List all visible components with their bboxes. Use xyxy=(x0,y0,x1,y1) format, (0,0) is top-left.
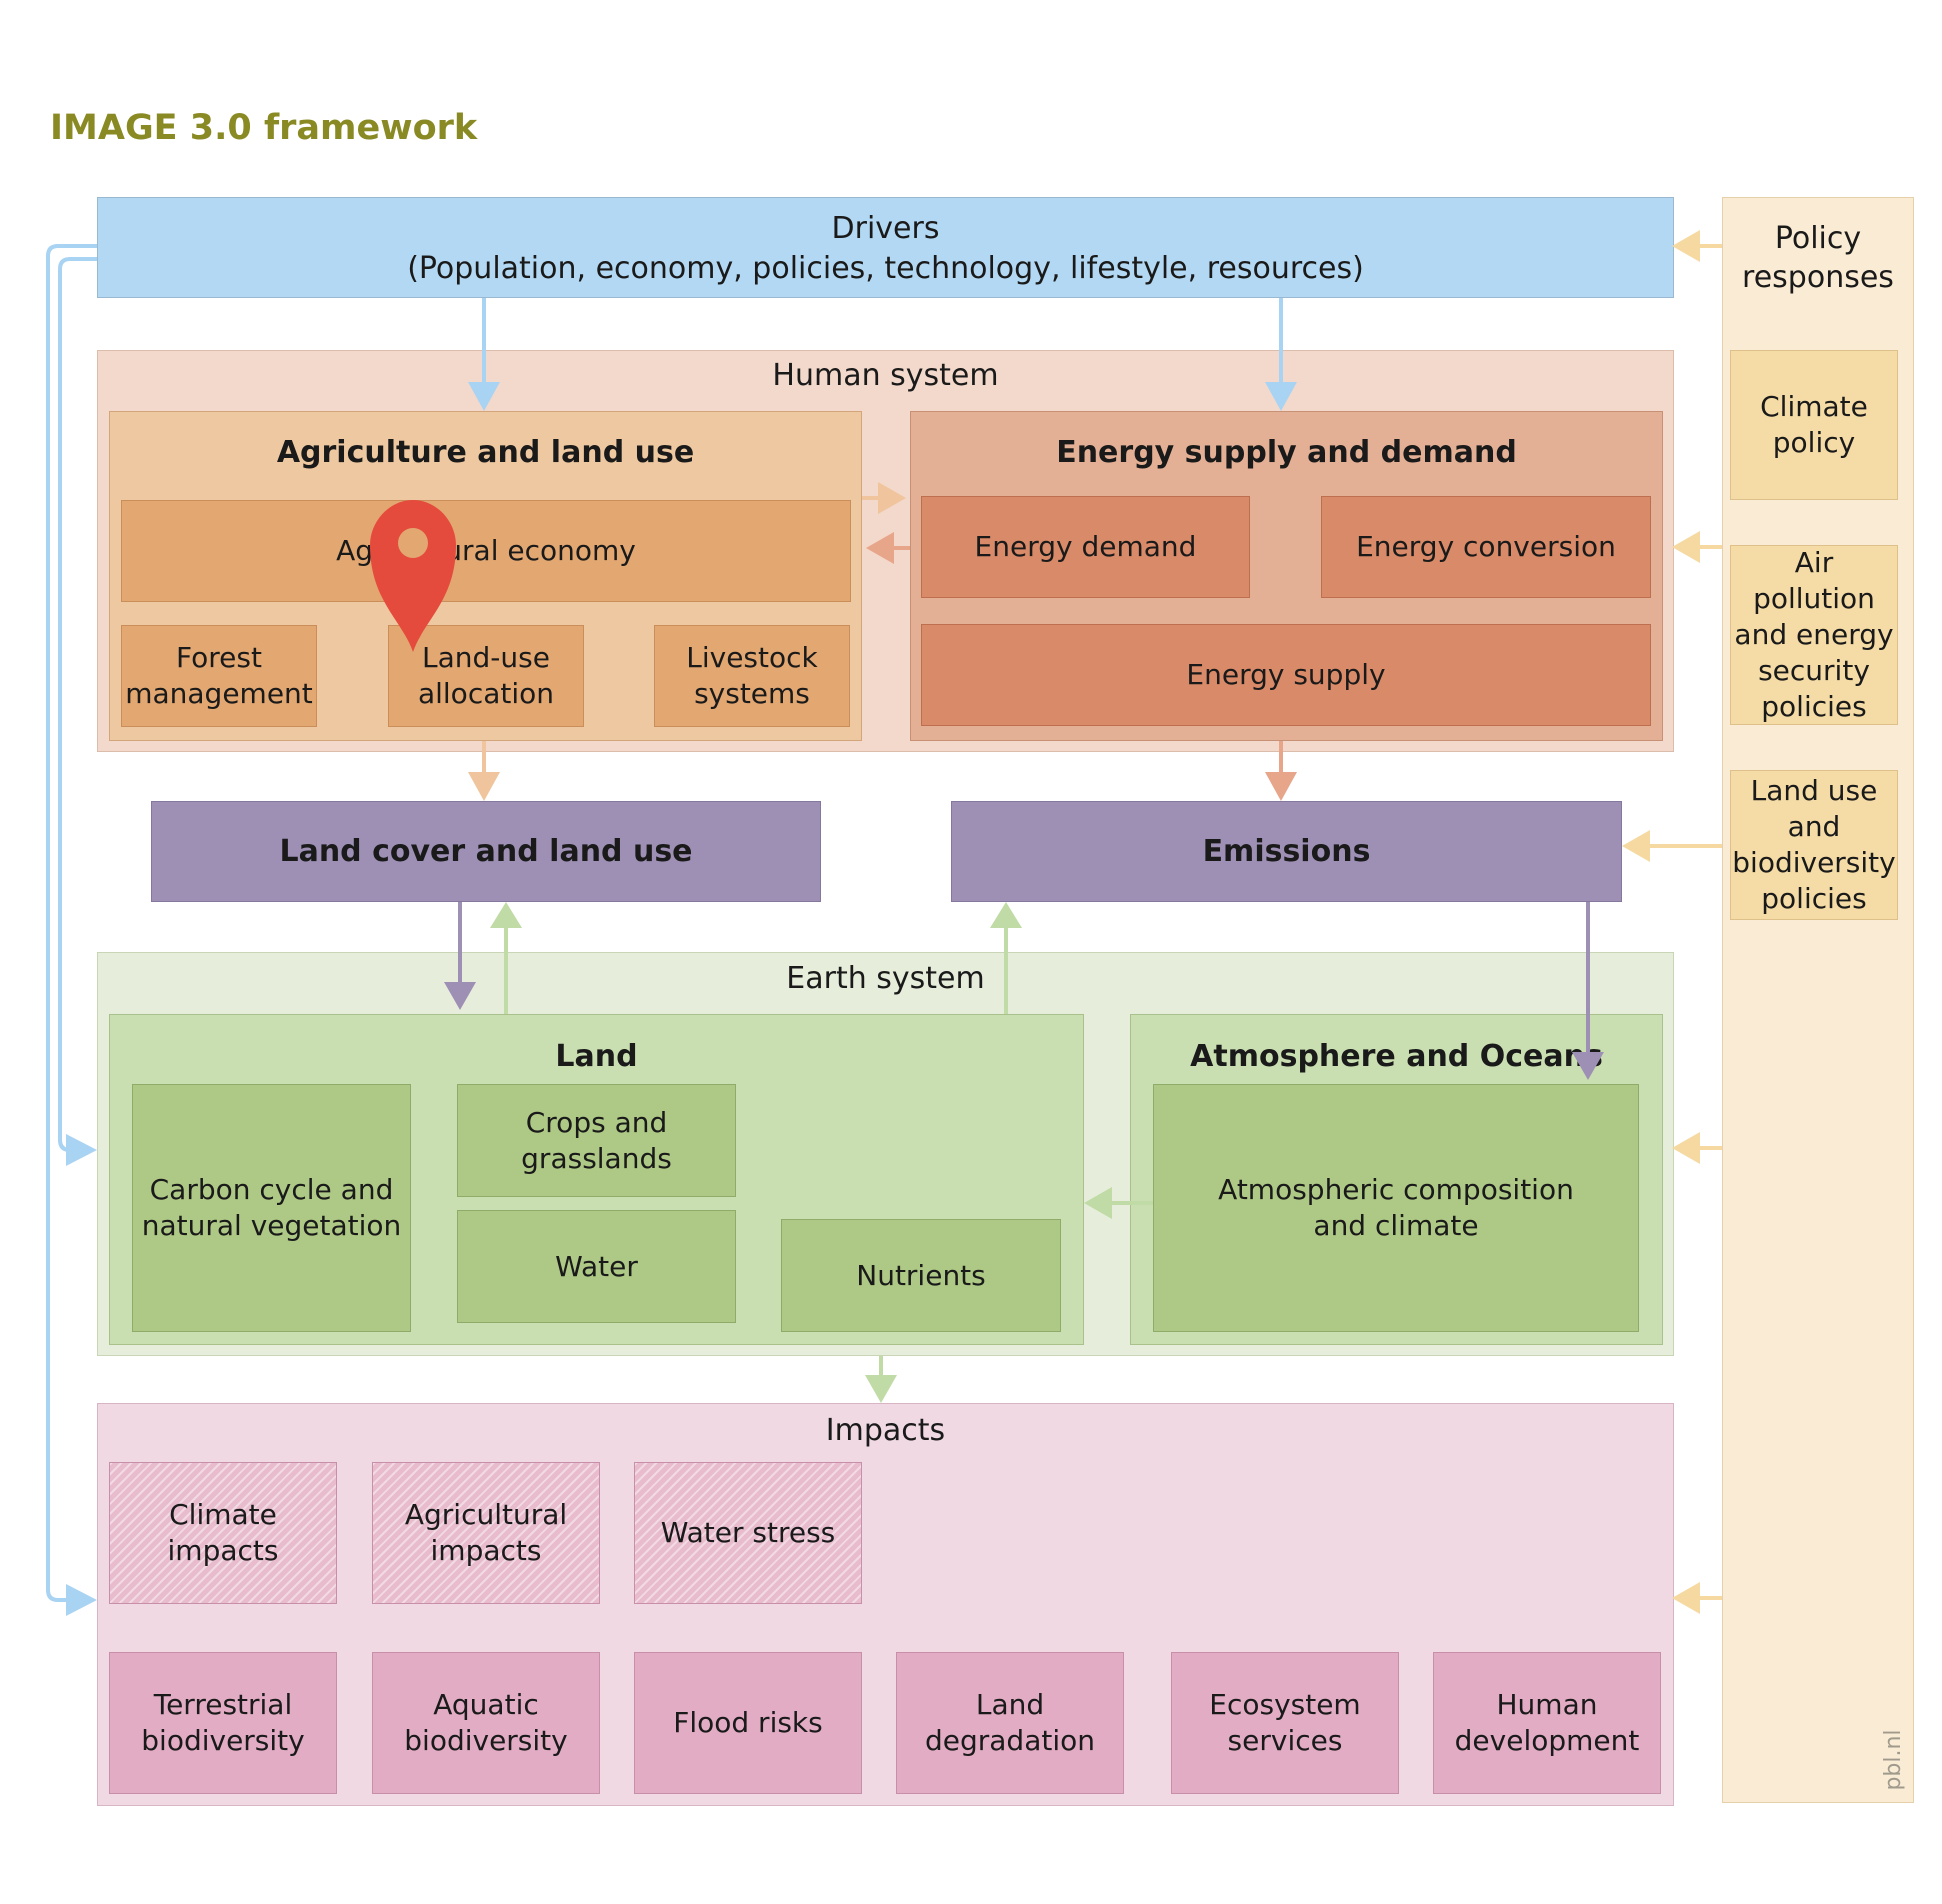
land-use-biodiversity-policies-box: Land use and biodiversity policies xyxy=(1730,770,1898,920)
drivers-left-line-outer xyxy=(46,244,97,1602)
agri-to-energy-arrowhead xyxy=(878,482,906,514)
air-pollution-energy-security-policies-box: Air pollution and energy security polici… xyxy=(1730,545,1898,725)
aquatic-biodiversity-box: Aquatic biodiversity xyxy=(372,1652,600,1794)
drivers-left-line-inner xyxy=(58,257,97,1152)
drivers-box: Drivers (Population, economy, policies, … xyxy=(97,197,1674,298)
policy-arrowhead-emissions xyxy=(1622,830,1650,862)
flood-risks-box: Flood risks xyxy=(634,1652,862,1794)
livestock-systems-box: Livestock systems xyxy=(654,625,850,727)
atmospheric-composition-climate-box: Atmospheric composition and climate xyxy=(1153,1084,1639,1332)
drivers-arrowhead-energy xyxy=(1265,382,1297,411)
land-arrowhead-land-cover xyxy=(490,902,522,928)
drivers-arrowhead-impacts xyxy=(66,1584,97,1616)
policy-arrowhead-earth xyxy=(1672,1132,1700,1164)
carbon-cycle-natural-vegetation-box: Carbon cycle and natural vegetation xyxy=(132,1084,411,1332)
energy-conversion-box: Energy conversion xyxy=(1321,496,1651,598)
energy-supply-demand-title: Energy supply and demand xyxy=(1056,434,1517,470)
land-cover-arrowhead-land xyxy=(444,982,476,1010)
agriculture-land-use-title: Agriculture and land use xyxy=(276,434,695,470)
drivers-arrowhead-agriculture xyxy=(468,382,500,411)
water-box: Water xyxy=(457,1210,736,1323)
drivers-title: Drivers xyxy=(831,210,940,246)
land-use-allocation-box: Land-use allocation xyxy=(388,625,584,727)
energy-arrowhead-emissions xyxy=(1265,772,1297,801)
policy-arrowhead-human xyxy=(1672,531,1700,563)
earth-system-label: Earth system xyxy=(786,960,985,996)
energy-supply-box: Energy supply xyxy=(921,624,1651,726)
drivers-arrowhead-earth xyxy=(66,1134,97,1166)
ecosystem-services-box: Ecosystem services xyxy=(1171,1652,1399,1794)
atmosphere-oceans-title: Atmosphere and Oceans xyxy=(1190,1038,1603,1074)
map-pin-icon xyxy=(370,500,456,652)
land-cover-land-use-box: Land cover and land use xyxy=(151,801,821,902)
water-stress-box: Water stress xyxy=(634,1462,862,1604)
impacts-panel xyxy=(97,1403,1674,1806)
land-title: Land xyxy=(555,1038,638,1074)
drivers-subtitle: (Population, economy, policies, technolo… xyxy=(407,250,1364,286)
land-arrowhead-emissions xyxy=(990,902,1022,928)
forest-management-box: Forest management xyxy=(121,625,317,727)
emissions-arrowhead-atmosphere xyxy=(1572,1052,1604,1080)
atmosphere-arrowhead-land xyxy=(1084,1187,1112,1219)
policy-arrowhead-drivers xyxy=(1672,230,1700,262)
impacts-label: Impacts xyxy=(825,1412,946,1448)
human-system-label: Human system xyxy=(772,357,999,393)
agricultural-impacts-box: Agricultural impacts xyxy=(372,1462,600,1604)
policy-responses-header: Policy responses xyxy=(1742,220,1894,295)
terrestrial-biodiversity-box: Terrestrial biodiversity xyxy=(109,1652,337,1794)
emissions-box: Emissions xyxy=(951,801,1622,902)
agri-arrowhead-land-cover xyxy=(468,772,500,801)
climate-impacts-box: Climate impacts xyxy=(109,1462,337,1604)
land-degradation-box: Land degradation xyxy=(896,1652,1124,1794)
human-development-box: Human development xyxy=(1433,1652,1661,1794)
policy-arrowhead-impacts xyxy=(1672,1582,1700,1614)
earth-arrowhead-impacts xyxy=(865,1375,897,1403)
energy-to-agri-arrowhead xyxy=(866,532,894,564)
climate-policy-box: Climate policy xyxy=(1730,350,1898,500)
page-title: IMAGE 3.0 framework xyxy=(50,108,478,148)
crops-grasslands-box: Crops and grasslands xyxy=(457,1084,736,1197)
energy-demand-box: Energy demand xyxy=(921,496,1250,598)
nutrients-box: Nutrients xyxy=(781,1219,1061,1332)
